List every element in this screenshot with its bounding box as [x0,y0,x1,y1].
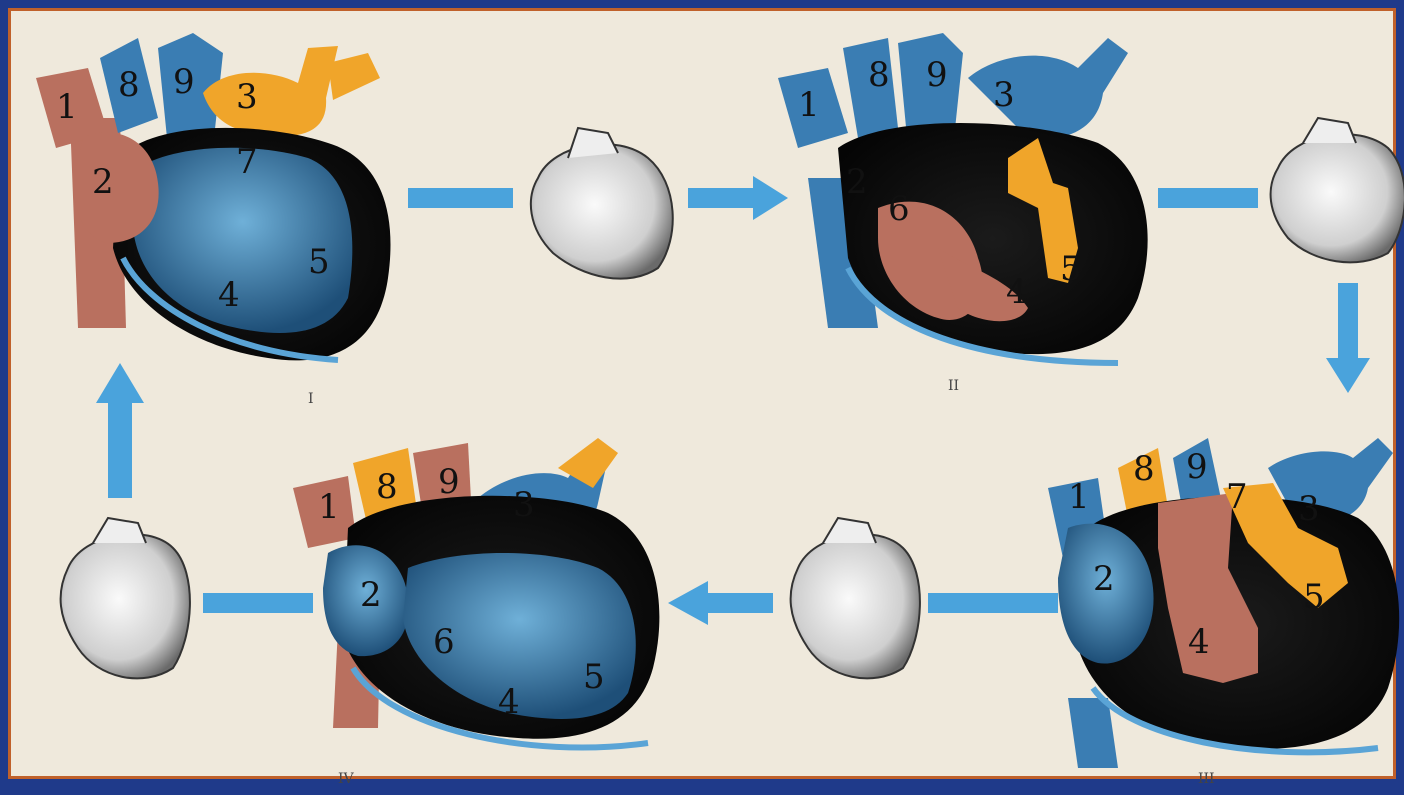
label-6: 6 [888,189,910,229]
flow-arrow-icon [96,363,144,498]
label-4: 4 [218,275,240,315]
stage-3-roman: III [1198,771,1215,787]
flow-arrow-icon [668,581,773,625]
flow-arrow-icon [203,593,313,613]
heart-stage-3: 1 2 3 4 5 7 8 9 III [1048,438,1399,787]
label-9: 9 [438,462,460,502]
label-7: 7 [1226,477,1248,517]
label-3: 3 [1298,489,1320,529]
heart-sketch-icon [1271,118,1404,262]
heart-sketch-icon [61,518,190,678]
flow-arrow-icon [1326,283,1370,393]
label-7: 7 [236,142,258,182]
label-5: 5 [583,657,605,697]
label-4: 4 [498,682,520,722]
aorta-branch [328,53,380,100]
aorta-arch [203,46,338,136]
label-3: 3 [513,485,535,525]
label-5: 5 [308,242,330,282]
heart-sketch-icon [791,518,920,678]
label-2: 2 [1093,559,1115,599]
flow-arrow-icon [408,188,513,208]
label-2: 2 [92,162,114,202]
label-3: 3 [993,75,1015,115]
stage-1-roman: I [308,391,314,407]
label-1: 1 [56,87,78,127]
cardiac-cycle-diagram: 1 2 3 4 5 7 8 9 I 1 2 3 4 5 6 8 9 II [8,8,1404,795]
label-9: 9 [1186,447,1208,487]
label-4: 4 [1006,272,1028,312]
heart-sketch-icon [531,128,673,279]
flow-arrow-icon [928,593,1058,613]
label-8: 8 [376,467,398,507]
heart-stage-4: 1 2 3 4 5 6 8 9 IV [293,438,659,787]
label-8: 8 [118,65,140,105]
label-9: 9 [926,55,948,95]
heart-stage-2: 1 2 3 4 5 6 8 9 II [778,33,1148,394]
label-1: 1 [318,487,340,527]
aorta-arch [968,38,1128,139]
label-4: 4 [1188,622,1210,662]
stage-4-roman: IV [338,771,355,787]
label-6: 6 [433,622,455,662]
stage-2-roman: II [948,378,959,394]
label-8: 8 [868,55,890,95]
heart-stage-1: 1 2 3 4 5 7 8 9 I [36,33,391,407]
label-1: 1 [1068,477,1090,517]
flow-arrow-icon [688,176,788,220]
label-2: 2 [360,575,382,615]
label-3: 3 [236,77,258,117]
label-1: 1 [798,85,820,125]
label-5: 5 [1060,249,1082,289]
label-8: 8 [1133,449,1155,489]
label-2: 2 [846,162,868,202]
label-9: 9 [173,62,195,102]
label-5: 5 [1303,577,1325,617]
flow-arrow-icon [1158,188,1258,208]
